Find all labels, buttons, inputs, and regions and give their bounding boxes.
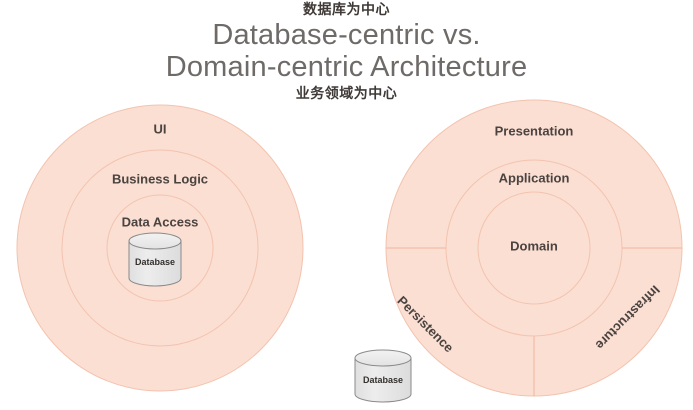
left-database-cylinder [128,232,182,287]
cylinder-body [354,357,412,403]
right-ring-domain [477,191,591,305]
cylinder-top [128,232,182,250]
cylinder-top [354,349,412,367]
cylinder-body [128,240,182,287]
bottom-database-cylinder [354,349,412,403]
right-circle-group [385,99,683,397]
